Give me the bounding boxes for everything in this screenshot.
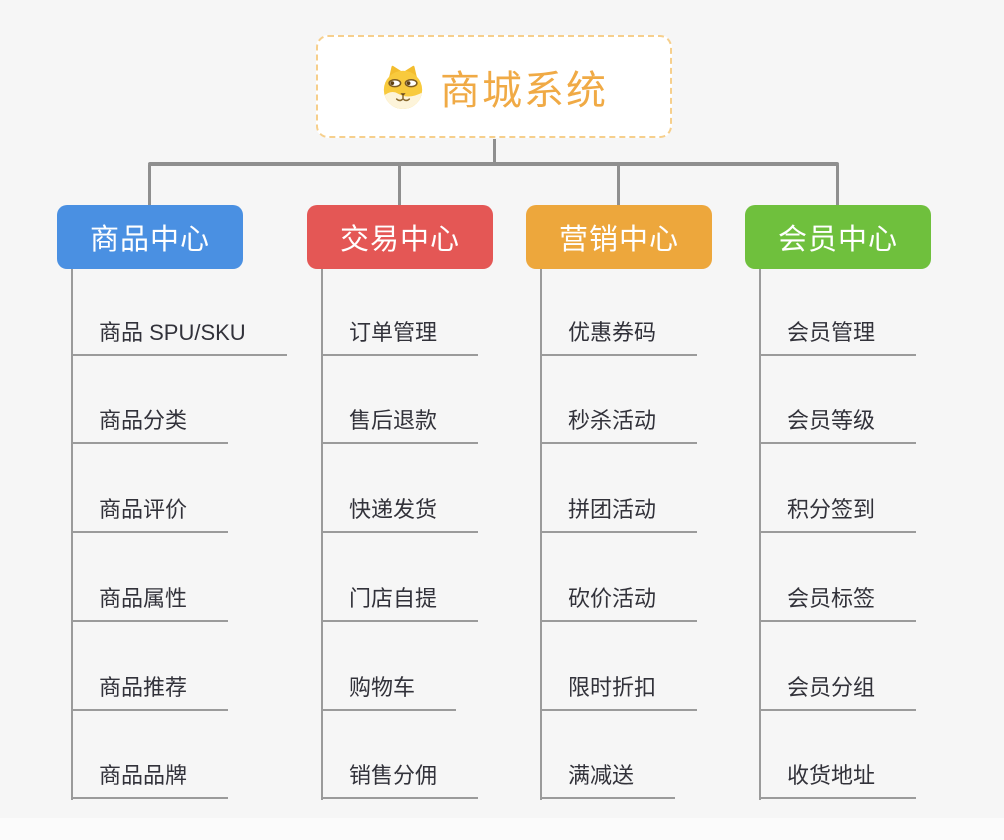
leaf-node[interactable]: 会员分组 [759, 663, 917, 711]
leaf-node[interactable]: 商品评价 [71, 485, 229, 533]
leaf-node[interactable]: 销售分佣 [321, 751, 479, 799]
branch-column-trade: 订单管理 售后退款 快递发货 门店自提 购物车 销售分佣 [321, 269, 553, 800]
connector-rail [148, 162, 839, 166]
root-node[interactable]: 商城系统 [316, 35, 672, 138]
leaf-node[interactable]: 购物车 [321, 663, 457, 711]
branch-column-marketing: 优惠券码 秒杀活动 拼团活动 砍价活动 限时折扣 满减送 [540, 269, 772, 800]
branch-node-marketing[interactable]: 营销中心 [526, 205, 712, 269]
branch-column-member: 会员管理 会员等级 积分签到 会员标签 会员分组 收货地址 [759, 269, 991, 800]
leaf-node[interactable]: 收货地址 [759, 751, 917, 799]
leaf-node[interactable]: 售后退款 [321, 396, 479, 444]
leaf-node[interactable]: 会员管理 [759, 308, 917, 356]
leaf-node[interactable]: 会员标签 [759, 574, 917, 622]
branch-node-trade[interactable]: 交易中心 [307, 205, 493, 269]
connector-drop-member [836, 165, 839, 206]
leaf-node[interactable]: 拼团活动 [540, 485, 698, 533]
bottom-strip [0, 818, 1004, 840]
leaf-node[interactable]: 限时折扣 [540, 663, 698, 711]
leaf-node[interactable]: 门店自提 [321, 574, 479, 622]
connector-drop-marketing [617, 165, 620, 206]
leaf-node[interactable]: 优惠券码 [540, 308, 698, 356]
root-title: 商城系统 [440, 68, 608, 113]
leaf-node[interactable]: 快递发货 [321, 485, 479, 533]
leaf-node[interactable]: 积分签到 [759, 485, 917, 533]
branch-node-member[interactable]: 会员中心 [745, 205, 931, 269]
leaf-node[interactable]: 会员等级 [759, 396, 917, 444]
leaf-node[interactable]: 商品 SPU/SKU [71, 308, 287, 356]
leaf-node[interactable]: 砍价活动 [540, 574, 698, 622]
dog-face-icon [383, 65, 423, 109]
connector-drop-trade [398, 165, 401, 206]
leaf-node[interactable]: 商品分类 [71, 396, 229, 444]
leaf-node[interactable]: 秒杀活动 [540, 396, 698, 444]
branch-column-product: 商品 SPU/SKU 商品分类 商品评价 商品属性 商品推荐 商品品牌 [71, 269, 303, 800]
leaf-node[interactable]: 商品属性 [71, 574, 229, 622]
leaf-node[interactable]: 订单管理 [321, 308, 479, 356]
branch-node-product[interactable]: 商品中心 [57, 205, 243, 269]
leaf-node[interactable]: 商品品牌 [71, 751, 229, 799]
connector-drop-product [148, 165, 151, 206]
leaf-node[interactable]: 满减送 [540, 751, 676, 799]
leaf-node[interactable]: 商品推荐 [71, 663, 229, 711]
connector-root-drop [493, 139, 496, 163]
